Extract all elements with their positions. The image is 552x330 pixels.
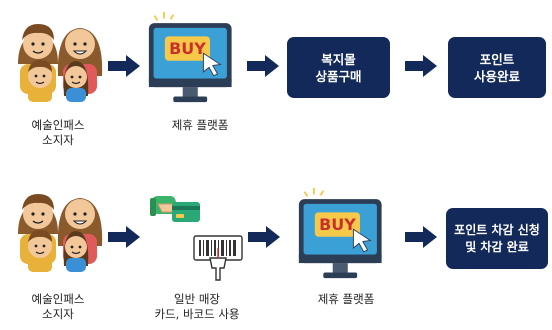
arrow-right-icon <box>405 55 437 77</box>
mall-purchase-line1: 복지몰 <box>321 51 356 67</box>
arrow-right-icon <box>248 226 280 248</box>
user-caption-line1: 예술인패스 <box>31 292 85 306</box>
family-icon <box>17 23 103 103</box>
arrow-right-icon <box>405 226 437 248</box>
mall-purchase-line2: 상품구매 <box>315 68 362 84</box>
points-deduct-line1: 포인트 차감 신청 <box>454 222 540 237</box>
user-caption-line1: 예술인패스 <box>31 118 85 132</box>
offline-store-caption: 일반 매장 카드, 바코드 사용 <box>142 292 252 322</box>
arrow-right-icon <box>108 55 140 77</box>
points-deduct-line2: 및 차감 완료 <box>465 239 529 254</box>
barcode-scanner-icon <box>193 235 243 281</box>
user-caption: 예술인패스 소지자 <box>8 118 108 148</box>
family-icon <box>17 193 103 273</box>
row-1: 예술인패스 소지자 BUY 제휴 플랫폼 복지몰 상품구매 포인트 사용완료 <box>0 0 552 160</box>
monitor-buy-icon: BUY <box>147 10 233 104</box>
buy-text: BUY <box>169 39 206 58</box>
card-hand-icon <box>150 196 200 222</box>
points-used-line2: 사용완료 <box>473 68 520 84</box>
platform-caption: 제휴 플랫폼 <box>317 292 375 306</box>
points-deduct-box: 포인트 차감 신청 및 차감 완료 <box>446 208 548 269</box>
platform-caption: 제휴 플랫폼 <box>171 118 229 132</box>
mall-purchase-box: 복지몰 상품구매 <box>287 37 390 98</box>
arrow-right-icon <box>247 55 279 77</box>
user-caption-line2: 소지자 <box>42 133 74 147</box>
user-caption-line2: 소지자 <box>42 307 74 321</box>
monitor-buy-icon: BUY <box>297 186 383 280</box>
offline-store-line1: 일반 매장 <box>174 292 220 306</box>
user-caption: 예술인패스 소지자 <box>8 292 108 322</box>
buy-text: BUY <box>319 215 356 234</box>
points-used-box: 포인트 사용완료 <box>448 37 546 98</box>
arrow-right-icon <box>108 226 140 248</box>
points-used-line1: 포인트 <box>479 51 515 67</box>
offline-store-line2: 카드, 바코드 사용 <box>154 307 240 321</box>
row-2: 예술인패스 소지자 일반 매장 카드, 바코드 사용 BUY <box>0 170 552 330</box>
